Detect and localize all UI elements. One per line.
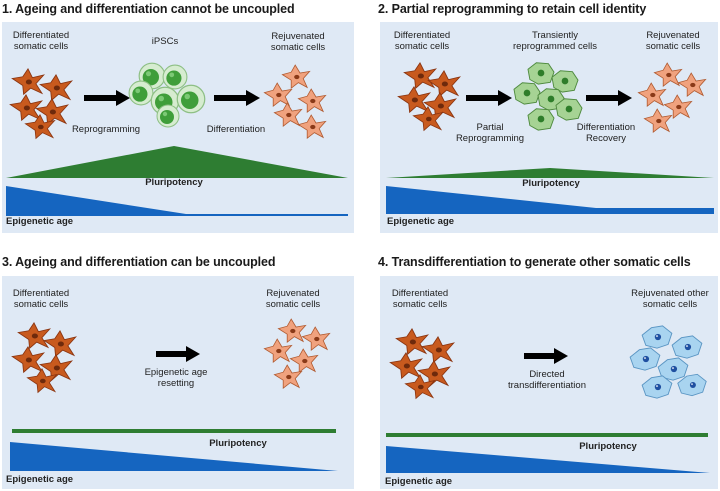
panel1-reprogramming-arrow [84, 90, 130, 106]
panel4-directed-arrow [524, 348, 568, 364]
panel3-title: 3. Ageing and differentiation can be unc… [2, 255, 276, 269]
panel4-other-somatic-cells [629, 325, 707, 399]
panel2-epigenetic-wedge [386, 186, 714, 214]
panel4-pluripotency-label: Pluripotency [579, 441, 637, 452]
panel3-epigenetic-wedge [10, 442, 338, 471]
panel1-epigenetic-wedge [6, 186, 348, 216]
panel4-epigenetic-wedge [386, 446, 710, 473]
panel1-differentiation-label: Differentiation [206, 124, 266, 135]
panel3-resetting-arrow [156, 346, 200, 362]
panel4-pluripotency-bar [386, 433, 708, 437]
panel1-pluripotency-triangle [6, 146, 348, 178]
panel1-ipsc-cluster [128, 62, 206, 128]
panel3-rejuvenated-cells [263, 318, 331, 389]
panel1-ipscs-label: iPSCs [151, 36, 179, 47]
panel4-title: 4. Transdifferentiation to generate othe… [378, 255, 691, 269]
panel1-epigenetic-age-label: Epigenetic age [6, 216, 74, 227]
panel4-aged-cells [389, 328, 455, 399]
panel2-epigenetic-age-label: Epigenetic age [387, 216, 455, 227]
panel2-partial-reprogramming-arrow [466, 90, 512, 106]
panel2-rejuvenated-cells [637, 62, 707, 133]
panel3-aged-cells [11, 322, 77, 393]
panel2-pluripotency-label: Pluripotency [522, 178, 580, 189]
panel3-pluripotency-bar [12, 429, 336, 433]
panel2-title: 2. Partial reprogramming to retain cell … [378, 2, 647, 16]
panel2-recovery-arrow [586, 90, 632, 106]
panel1-title: 1. Ageing and differentiation cannot be … [2, 2, 295, 16]
panel3-pluripotency-label: Pluripotency [209, 438, 267, 449]
panel1-differentiation-arrow [214, 90, 260, 106]
panel4-epigenetic-age-label: Epigenetic age [385, 476, 453, 487]
panel1-reprogramming-label: Reprogramming [71, 124, 141, 135]
panel2-pluripotency-triangle [386, 168, 714, 178]
panel3-epigenetic-age-label: Epigenetic age [6, 474, 74, 485]
panel1-pluripotency-label: Pluripotency [145, 177, 203, 188]
